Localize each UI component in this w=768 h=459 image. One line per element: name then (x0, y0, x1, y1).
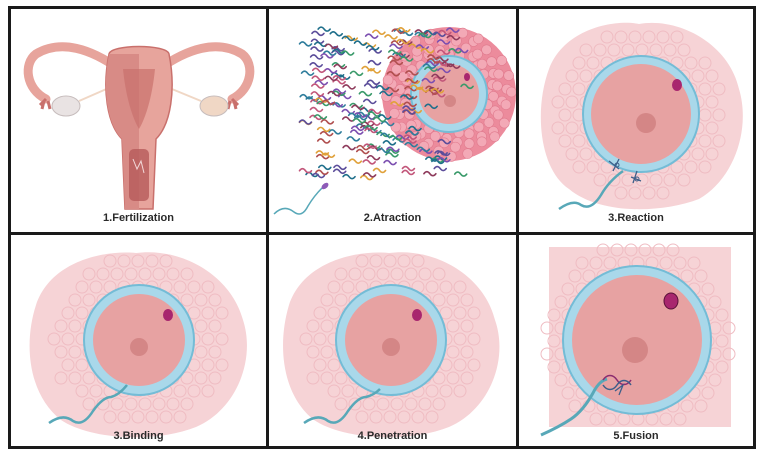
panel-caption: 4.Penetration (357, 430, 428, 442)
panel-caption: 3.Binding (113, 430, 164, 442)
panel-attraction: 2.Atraction (269, 9, 516, 232)
binding-illustration (29, 252, 247, 438)
panel-penetration: 4.Penetration (269, 235, 516, 446)
fusion-illustration (540, 243, 736, 437)
panel-caption: 2.Atraction (363, 212, 422, 224)
uterus-illustration (23, 42, 255, 210)
panel-caption: 5.Fusion (613, 430, 659, 442)
divider-horizontal (11, 232, 753, 235)
panel-binding: 3.Binding (11, 235, 266, 446)
figure-frame: 1.Fertilization 2.Atraction (8, 6, 756, 449)
panel-caption: 3.Reaction (608, 212, 664, 224)
reaction-illustration (540, 22, 743, 211)
divider-vertical (266, 9, 269, 446)
divider-vertical (516, 9, 519, 446)
panel-reaction: 3.Reaction (519, 9, 753, 232)
attraction-illustration (273, 26, 516, 215)
panel-fusion: 5.Fusion (519, 235, 753, 446)
panel-fertilization: 1.Fertilization (11, 9, 266, 232)
panel-caption: 1.Fertilization (103, 212, 174, 224)
penetration-illustration (283, 252, 500, 438)
